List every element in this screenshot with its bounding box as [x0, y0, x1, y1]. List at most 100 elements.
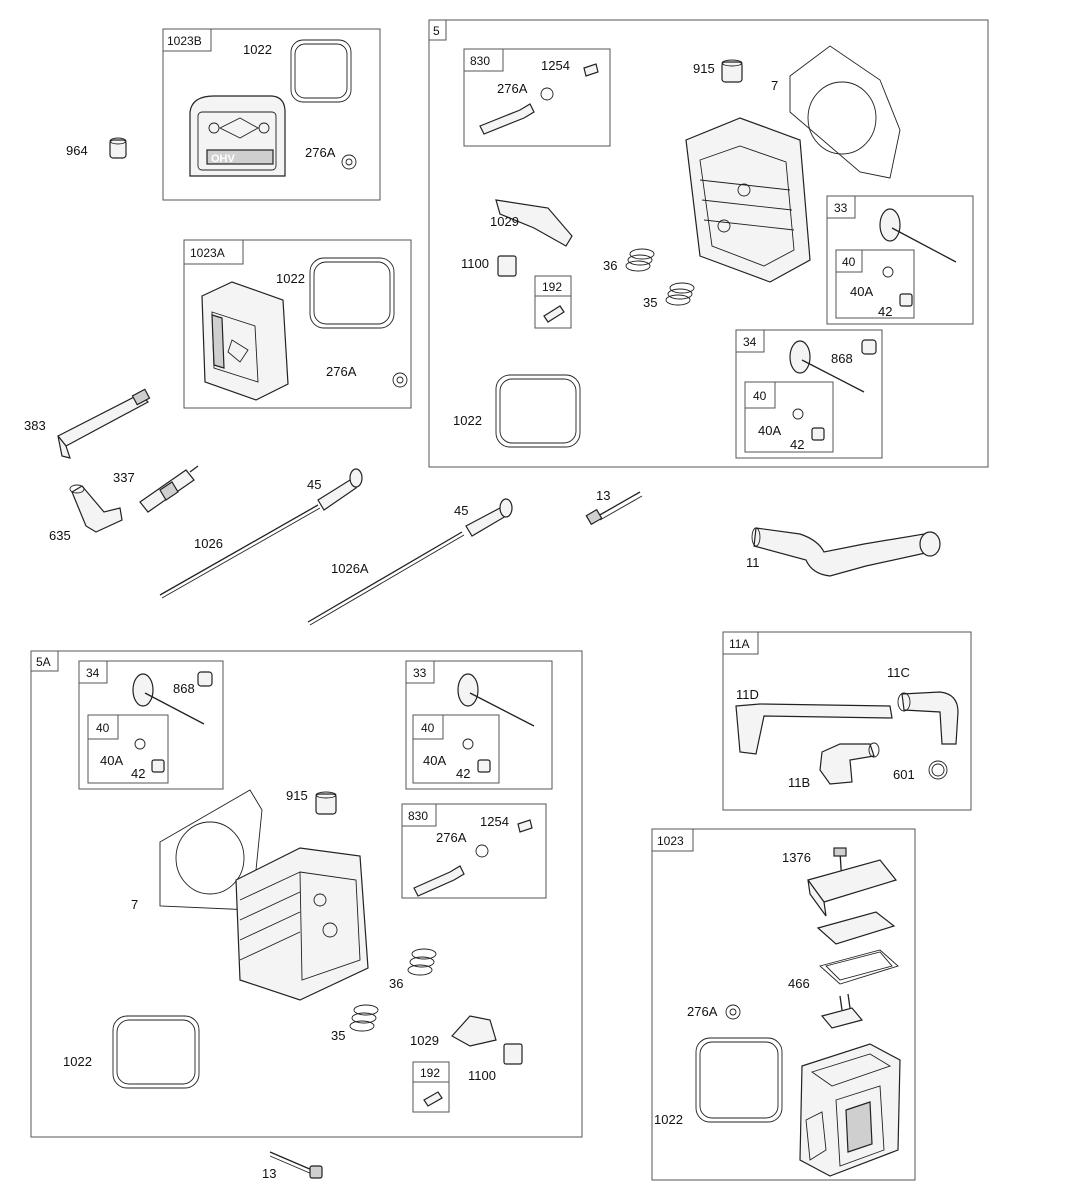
part-label-276A: 276A	[687, 1004, 718, 1019]
part-label-42: 42	[790, 437, 804, 452]
group-1023A: 1023A 1022 276A	[183, 239, 412, 409]
part-label-466: 466	[788, 976, 810, 991]
group-5A: 5A 34 868 40 40A 42 33 40 40A 42 915	[30, 650, 583, 1138]
gasket-1022	[309, 257, 395, 329]
valve-cover-with-breather	[799, 1043, 901, 1177]
part-label-276A: 276A	[497, 81, 528, 96]
part-label-1100: 1100	[468, 1068, 496, 1083]
group-label-1023: 1023	[657, 834, 684, 848]
part-label-13: 13	[596, 488, 610, 503]
part-964: 964	[66, 137, 127, 159]
spring-36: 36	[389, 948, 437, 991]
bolt-13: 13	[585, 488, 643, 526]
group-label-34: 34	[743, 335, 757, 349]
part-label-11C: 11C	[887, 665, 910, 680]
cylinder-head	[685, 117, 811, 283]
part-label-42: 42	[131, 766, 145, 781]
valve-cover-ohv: OHV	[189, 95, 286, 177]
group-label-33: 33	[413, 666, 427, 680]
part-label-11B: 11B	[788, 775, 810, 790]
cylinder-head	[235, 847, 369, 1001]
part-label-1022: 1022	[63, 1054, 92, 1069]
bolt-13: 13	[262, 1151, 323, 1181]
part-label-1029: 1029	[410, 1033, 439, 1048]
group-label-192: 192	[542, 280, 562, 294]
part-label-40A: 40A	[423, 753, 446, 768]
group-label-1023A: 1023A	[190, 246, 225, 260]
part-label-868: 868	[173, 681, 195, 696]
part-label-1022: 1022	[453, 413, 482, 428]
part-label-45: 45	[454, 503, 468, 518]
part-337-spark-plug: 337	[113, 465, 199, 513]
washer-276A	[341, 154, 357, 170]
part-label-915: 915	[693, 61, 715, 76]
group-label-5: 5	[433, 24, 440, 38]
valve-cover-ohv-side	[201, 281, 289, 401]
group-label-192: 192	[420, 1066, 440, 1080]
part-label-1254: 1254	[541, 58, 570, 73]
part-label-635: 635	[49, 528, 71, 543]
group-label-33: 33	[834, 201, 848, 215]
group-1023B: 1023B 1022 OHV 276A	[162, 28, 381, 201]
part-label-42: 42	[456, 766, 470, 781]
part-label-1029: 1029	[490, 214, 519, 229]
pushrod-1026: 45 1026	[159, 468, 363, 599]
part-label-1022: 1022	[276, 271, 305, 286]
part-label-7: 7	[771, 78, 778, 93]
part-label-868: 868	[831, 351, 853, 366]
part-label-337: 337	[113, 470, 135, 485]
group-label-40: 40	[842, 255, 856, 269]
part-label-35: 35	[331, 1028, 345, 1043]
gasket-1022	[290, 39, 352, 103]
part-label-35: 35	[643, 295, 657, 310]
part-label-13: 13	[262, 1166, 276, 1181]
spring-35: 35	[643, 282, 695, 310]
group-5: 5 830 1254 276A 915 7 1029	[428, 19, 989, 468]
spring-36: 36	[603, 248, 655, 273]
part-label-276A: 276A	[305, 145, 336, 160]
group-label-830: 830	[470, 54, 490, 68]
part-label-276A: 276A	[326, 364, 357, 379]
group-11A: 11A 11D 11C 11B 601	[722, 631, 972, 811]
part-label-1254: 1254	[480, 814, 509, 829]
part-635-spark-boot: 635	[49, 484, 123, 543]
part-label-11: 11	[746, 555, 760, 570]
part-label-1022: 1022	[654, 1112, 683, 1127]
part-label-7: 7	[131, 897, 138, 912]
part-label-40A: 40A	[758, 423, 781, 438]
part-label-36: 36	[389, 976, 403, 991]
part-label-383: 383	[24, 418, 46, 433]
part-383-coil: 383	[24, 388, 151, 459]
pushrod-1026A: 45 1026A	[307, 498, 513, 626]
group-label-34: 34	[86, 666, 100, 680]
group-label-40: 40	[96, 721, 110, 735]
part-label-276A: 276A	[436, 830, 467, 845]
group-label-1023B: 1023B	[167, 34, 202, 48]
group-label-40: 40	[753, 389, 767, 403]
group-label-5A: 5A	[36, 655, 51, 669]
part-label-40A: 40A	[850, 284, 873, 299]
part-label-1026A: 1026A	[331, 561, 369, 576]
part-label-11D: 11D	[736, 687, 759, 702]
part-label-601: 601	[893, 767, 915, 782]
part-label-915: 915	[286, 788, 308, 803]
group-label-830: 830	[408, 809, 428, 823]
group-label-11A: 11A	[729, 637, 749, 651]
breather-tube-11: 11	[746, 527, 941, 577]
part-label-45: 45	[307, 477, 321, 492]
washer-276A	[392, 372, 408, 388]
spring-35: 35	[331, 1004, 379, 1043]
part-label-1376: 1376	[782, 850, 811, 865]
part-label-1022: 1022	[243, 42, 272, 57]
part-label-42: 42	[878, 304, 892, 319]
part-label-964: 964	[66, 143, 88, 158]
svg-text:OHV: OHV	[211, 153, 236, 165]
part-label-1026: 1026	[194, 536, 223, 551]
group-label-40: 40	[421, 721, 435, 735]
part-label-36: 36	[603, 258, 617, 273]
part-label-1100: 1100	[461, 256, 489, 271]
group-1023: 1023 1376 466 276A 1022	[651, 828, 916, 1181]
part-label-40A: 40A	[100, 753, 123, 768]
